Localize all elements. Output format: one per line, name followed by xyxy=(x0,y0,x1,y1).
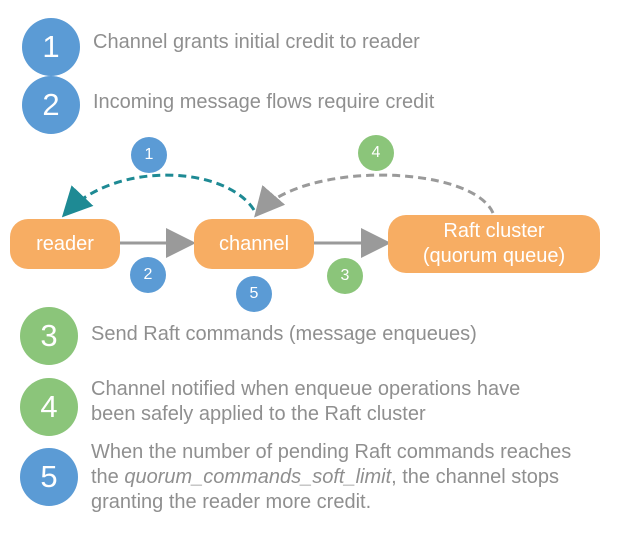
legend-item-1: 1 Channel grants initial credit to reade… xyxy=(0,18,625,78)
dashed-credit-arrow xyxy=(61,173,256,218)
legend-item-2: 2 Incoming message flows require credit xyxy=(0,76,625,136)
reader-node: reader xyxy=(10,219,120,269)
legend-item-4: 4 Channel notified when enqueue operatio… xyxy=(0,375,625,437)
legend-number-5: 5 xyxy=(20,448,78,506)
diagram-badge-3: 3 xyxy=(327,258,363,294)
legend-text-2: Incoming message flows require credit xyxy=(93,91,435,113)
diagram-badge-2: 2 xyxy=(130,257,166,293)
legend-text-4: Channel notified when enqueue operations… xyxy=(91,377,520,427)
diagram-badge-4: 4 xyxy=(358,135,394,171)
legend-text-5-line-2: the quorum_commands_soft_limit, the chan… xyxy=(91,465,571,490)
legend-text-3: Send Raft commands (message enqueues) xyxy=(91,323,477,345)
legend-number-4: 4 xyxy=(20,378,78,436)
raft-cluster-node: Raft cluster (quorum queue) xyxy=(388,215,600,273)
diagram-badge-5: 5 xyxy=(236,276,272,312)
legend-text-4-line-2: been safely applied to the Raft cluster xyxy=(91,403,426,425)
legend-text-5-line-2-prefix: the xyxy=(91,466,125,488)
dashed-notification-arrow xyxy=(254,173,495,218)
channel-node: channel xyxy=(194,219,314,269)
legend-text-5-line-1: When the number of pending Raft commands… xyxy=(91,441,572,463)
legend-number-3: 3 xyxy=(20,307,78,365)
legend-text-5-line-3: granting the reader more credit. xyxy=(91,491,372,513)
legend-number-2: 2 xyxy=(22,76,80,134)
legend-item-3: 3 Send Raft commands (message enqueues) xyxy=(0,307,625,367)
legend-number-1: 1 xyxy=(22,18,80,76)
legend-text-5: When the number of pending Raft commands… xyxy=(91,440,571,515)
diagram-badge-1: 1 xyxy=(131,137,167,173)
legend-text-5-line-2-suffix: , the channel stops xyxy=(391,466,560,488)
soft-limit-setting-name: quorum_commands_soft_limit xyxy=(124,466,392,488)
legend-text-1: Channel grants initial credit to reader xyxy=(93,31,420,53)
legend-item-5: 5 When the number of pending Raft comman… xyxy=(0,438,625,520)
raft-cluster-title: Raft cluster xyxy=(443,220,545,242)
raft-cluster-subtitle: (quorum queue) xyxy=(422,245,566,267)
legend-text-4-line-1: Channel notified when enqueue operations… xyxy=(91,378,521,400)
